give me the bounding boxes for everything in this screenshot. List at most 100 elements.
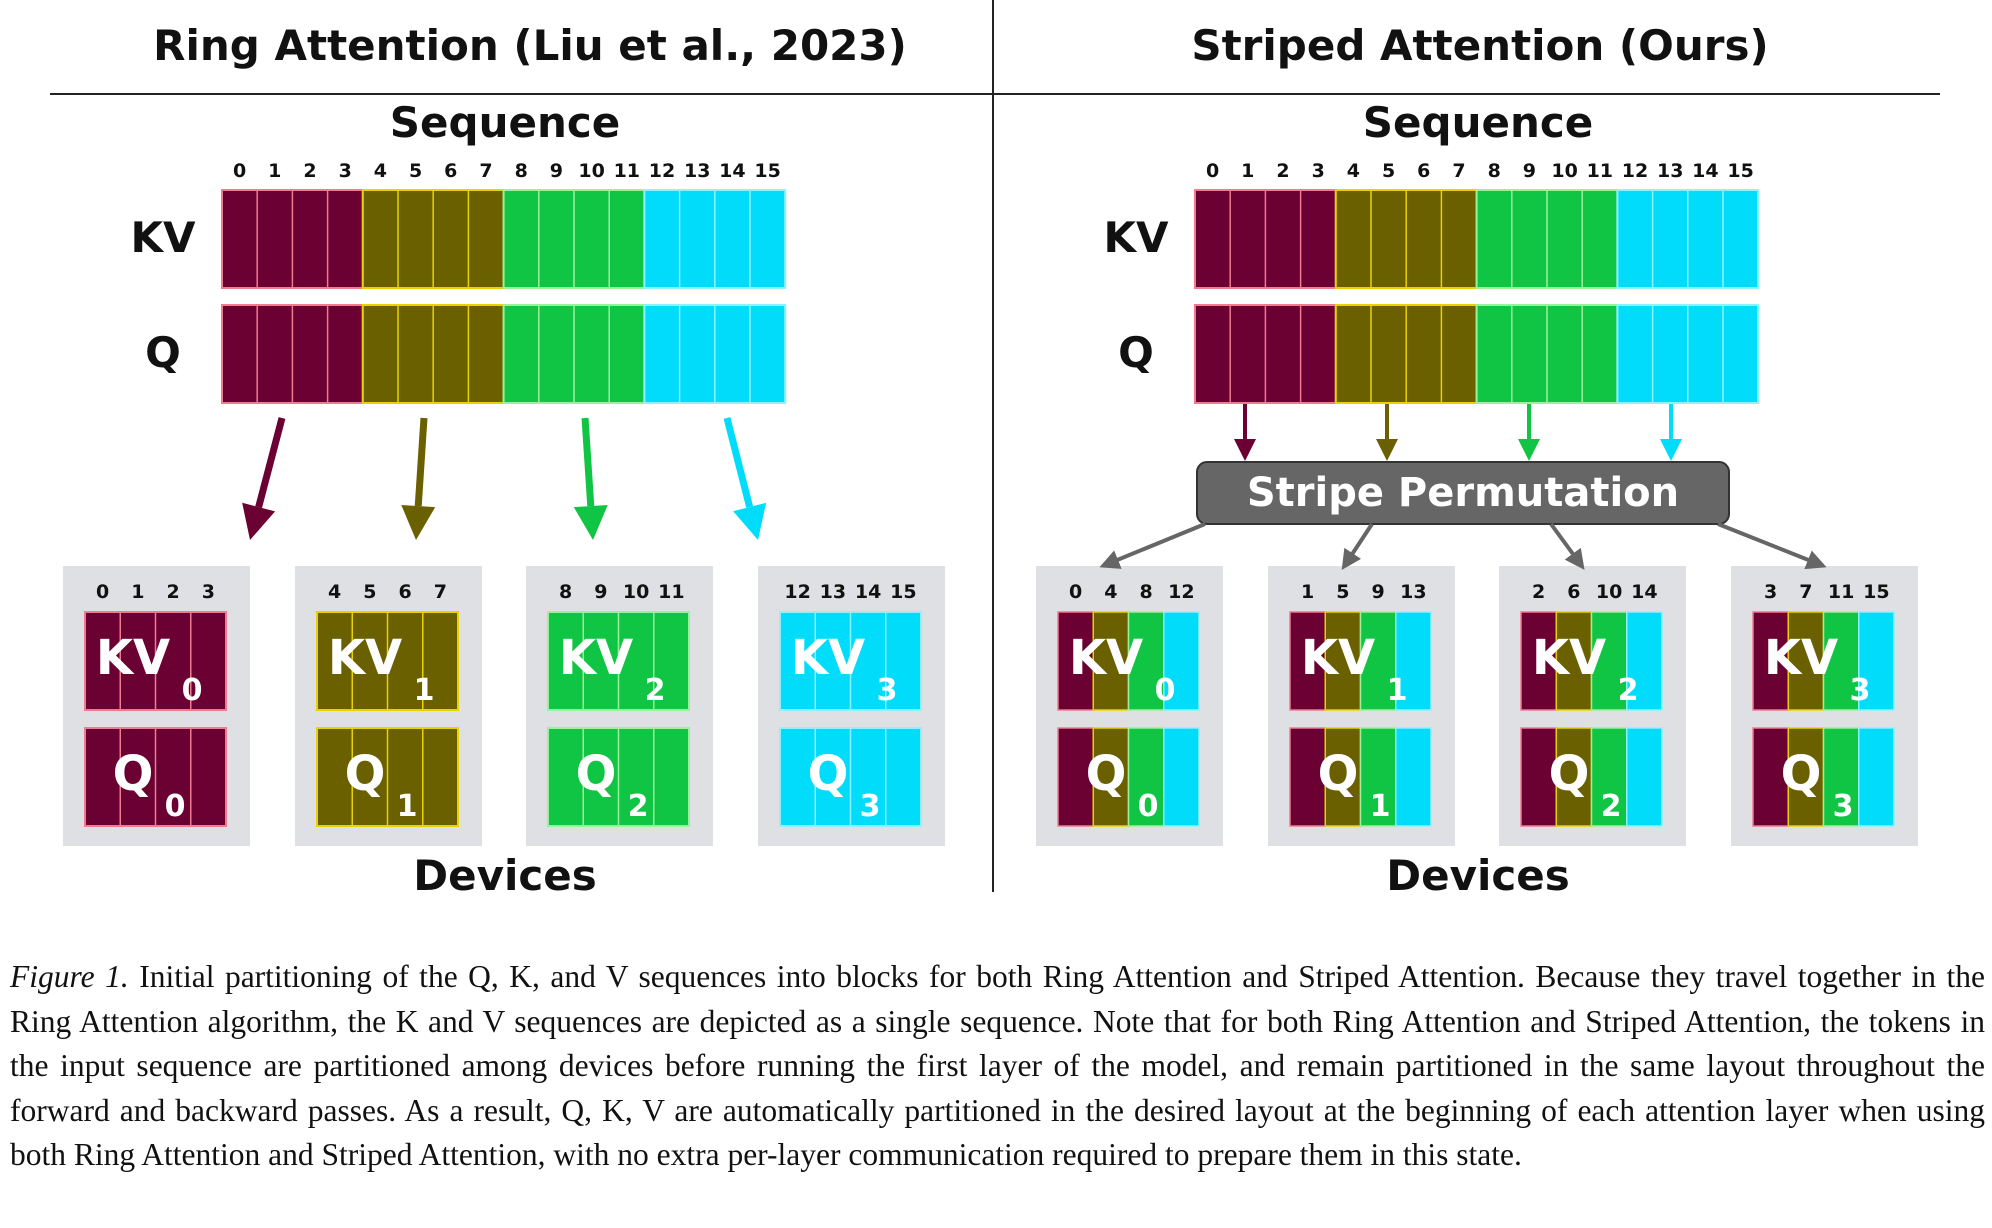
device-subscript: 1 xyxy=(414,673,435,708)
sequence-index-label: 15 xyxy=(1727,160,1753,182)
sequence-index-label: 11 xyxy=(1587,160,1613,182)
sequence-index-label: 3 xyxy=(1312,160,1325,182)
permutation-output-arrow-0 xyxy=(1099,522,1206,569)
device-subscript: 0 xyxy=(182,673,203,708)
device-subscript: 1 xyxy=(1370,789,1391,824)
permutation-input-arrow-head-2 xyxy=(1518,439,1540,461)
device-subscript: 2 xyxy=(1601,789,1622,824)
q-device-block: Q3 xyxy=(1752,727,1895,827)
sequence-index-label: 13 xyxy=(1657,160,1683,182)
device-subscript: 3 xyxy=(877,673,898,708)
device-token-label: 6 xyxy=(1567,581,1580,603)
device-stripe-cell xyxy=(1520,611,1557,711)
device-subscript: 2 xyxy=(1618,673,1639,708)
device-subscript: 3 xyxy=(1850,673,1871,708)
device-block-label: KV xyxy=(1532,630,1606,686)
device-token-label: 0 xyxy=(96,581,109,603)
device-token-label: 12 xyxy=(1168,581,1194,603)
q-device-block: Q2 xyxy=(1520,727,1663,827)
sequence-index-label: 6 xyxy=(1417,160,1430,182)
q-row-label: Q xyxy=(1118,328,1154,377)
kv-device-block: KV 1 xyxy=(316,611,459,711)
sequence-index-label: 8 xyxy=(515,160,528,182)
sequence-index-label: 12 xyxy=(649,160,675,182)
device-block-label: Q xyxy=(1086,746,1127,802)
device-token-label: 10 xyxy=(1596,581,1622,603)
q-sequence-bar xyxy=(1194,304,1760,404)
device-token-label: 7 xyxy=(1799,581,1812,603)
stripe-permutation-label: Stripe Permutation xyxy=(1247,470,1679,516)
device-token-label: 13 xyxy=(820,581,846,603)
device-block-label: KV xyxy=(328,630,402,686)
sequence-label: Sequence xyxy=(390,98,620,147)
device-block-label: Q xyxy=(1781,746,1822,802)
device-subscript: 0 xyxy=(1155,673,1176,708)
device-block-label: Q xyxy=(113,746,154,802)
device-token-label: 4 xyxy=(328,581,341,603)
sequence-index-label: 4 xyxy=(1347,160,1360,182)
kv-device-block: KV3 xyxy=(1752,611,1895,711)
kv-device-block: KV1 xyxy=(1289,611,1432,711)
distribution-arrow-shaft-3 xyxy=(723,417,754,508)
device-stripe-cell xyxy=(1163,727,1200,827)
device-token-label: 6 xyxy=(399,581,412,603)
kv-sequence-bar xyxy=(1194,189,1760,289)
sequence-index-label: 12 xyxy=(1622,160,1648,182)
stripe-permutation-box xyxy=(1196,461,1730,525)
caption-text: Initial partitioning of the Q, K, and V … xyxy=(10,959,1985,1172)
device-stripe-cell xyxy=(1590,611,1628,711)
device-subscript: 3 xyxy=(1833,789,1854,824)
device-stripe-cell xyxy=(1590,727,1628,827)
kv-device-block: KV 0 xyxy=(1057,611,1200,711)
device-token-label: 9 xyxy=(594,581,607,603)
device-stripe-cell xyxy=(1858,727,1895,827)
device-token-label: 10 xyxy=(623,581,649,603)
device-block-label: Q xyxy=(345,746,386,802)
distribution-arrow-head-0 xyxy=(242,502,276,540)
sequence-index-label: 9 xyxy=(1523,160,1536,182)
device-block-label: Q xyxy=(1549,746,1590,802)
device-token-label: 5 xyxy=(363,581,376,603)
sequence-index-label: 10 xyxy=(578,160,604,182)
sequence-index-label: 2 xyxy=(1276,160,1289,182)
device-stripe-cell xyxy=(1395,611,1432,711)
device-block-label: KV xyxy=(96,630,170,686)
sequence-index-label: 6 xyxy=(444,160,457,182)
device-stripe-cell xyxy=(1752,611,1789,711)
device-subscript: 1 xyxy=(397,789,418,824)
kv-device-block: KV2 xyxy=(547,611,690,711)
device-block-label: Q xyxy=(808,746,849,802)
device-stripe-cell xyxy=(1395,727,1432,827)
device-token-label: 12 xyxy=(784,581,810,603)
device-token-label: 11 xyxy=(1828,581,1854,603)
device-subscript: 2 xyxy=(628,789,649,824)
distribution-arrow-shaft-2 xyxy=(581,417,595,507)
device-stripe-cell xyxy=(1787,611,1825,711)
device-subscript: 1 xyxy=(1387,673,1408,708)
sequence-index-label: 11 xyxy=(614,160,640,182)
q-device-block: Q3 xyxy=(779,727,922,827)
device-stripe-cell xyxy=(1092,727,1130,827)
device-token-label: 11 xyxy=(658,581,684,603)
device-token-label: 7 xyxy=(434,581,447,603)
device-stripe-cell xyxy=(1163,611,1200,711)
device-block-label: Q xyxy=(576,746,617,802)
device-token-label: 9 xyxy=(1372,581,1385,603)
permutation-output-arrow-2 xyxy=(1549,522,1585,570)
device-stripe-cell xyxy=(1626,727,1663,827)
kv-device-block: KV 2 xyxy=(1520,611,1663,711)
permutation-output-arrow-3 xyxy=(1717,522,1827,570)
device-token-label: 8 xyxy=(559,581,572,603)
device-subscript: 0 xyxy=(1138,789,1159,824)
device-stripe-cell xyxy=(1127,727,1165,827)
device-block-label: KV xyxy=(1069,630,1143,686)
ring-attention-title: Ring Attention (Liu et al., 2023) xyxy=(153,21,907,70)
device-token-label: 5 xyxy=(1336,581,1349,603)
sequence-index-label: 15 xyxy=(754,160,780,182)
